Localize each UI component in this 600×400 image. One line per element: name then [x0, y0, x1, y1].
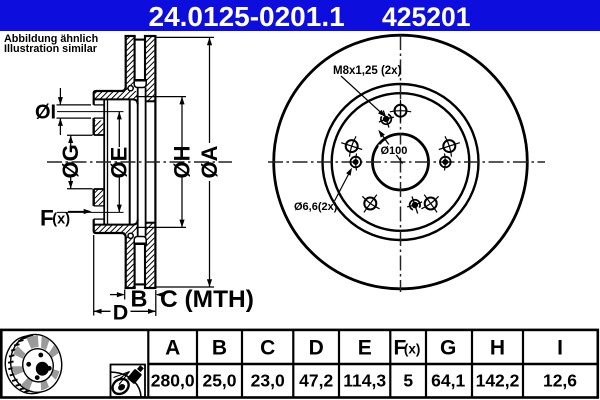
svg-text:25,0: 25,0 — [202, 371, 236, 391]
svg-text:C (MTH): C (MTH) — [160, 286, 254, 313]
svg-text:C: C — [260, 336, 275, 359]
svg-text:23,0: 23,0 — [251, 371, 285, 391]
svg-text:G: G — [440, 336, 456, 359]
svg-text:280,0: 280,0 — [151, 371, 195, 391]
svg-text:Illustration similar: Illustration similar — [4, 43, 98, 55]
svg-text:24.0125-0201.1: 24.0125-0201.1 — [149, 1, 345, 32]
svg-text:A: A — [165, 336, 180, 359]
svg-text:ØE: ØE — [107, 147, 132, 179]
svg-text:142,2: 142,2 — [476, 371, 520, 391]
svg-text:M8x1,25 (2x): M8x1,25 (2x) — [333, 65, 402, 77]
svg-text:F: F — [40, 206, 54, 231]
svg-text:ØG: ØG — [58, 144, 83, 178]
svg-text:Ø100: Ø100 — [381, 145, 408, 157]
svg-text:I: I — [557, 336, 563, 359]
svg-text:Abbildung ähnlich: Abbildung ähnlich — [4, 33, 98, 45]
svg-text:B: B — [131, 286, 148, 312]
svg-text:F: F — [394, 336, 407, 359]
svg-text:425201: 425201 — [382, 2, 470, 32]
svg-text:(x): (x) — [52, 212, 70, 228]
svg-text:H: H — [490, 336, 505, 359]
svg-text:(x): (x) — [404, 342, 421, 357]
svg-text:12,6: 12,6 — [543, 371, 577, 391]
svg-text:D: D — [309, 336, 324, 359]
svg-text:ØA: ØA — [197, 145, 222, 178]
svg-text:Ø6,6(2x): Ø6,6(2x) — [294, 201, 338, 213]
svg-text:E: E — [358, 336, 372, 359]
svg-text:114,3: 114,3 — [343, 371, 386, 391]
svg-text:47,2: 47,2 — [299, 371, 333, 391]
svg-text:ØH: ØH — [169, 146, 194, 179]
svg-text:D: D — [113, 300, 129, 324]
svg-text:5: 5 — [403, 371, 413, 391]
svg-text:ØI: ØI — [35, 102, 56, 124]
svg-text:B: B — [212, 336, 227, 359]
svg-text:64,1: 64,1 — [431, 371, 465, 391]
